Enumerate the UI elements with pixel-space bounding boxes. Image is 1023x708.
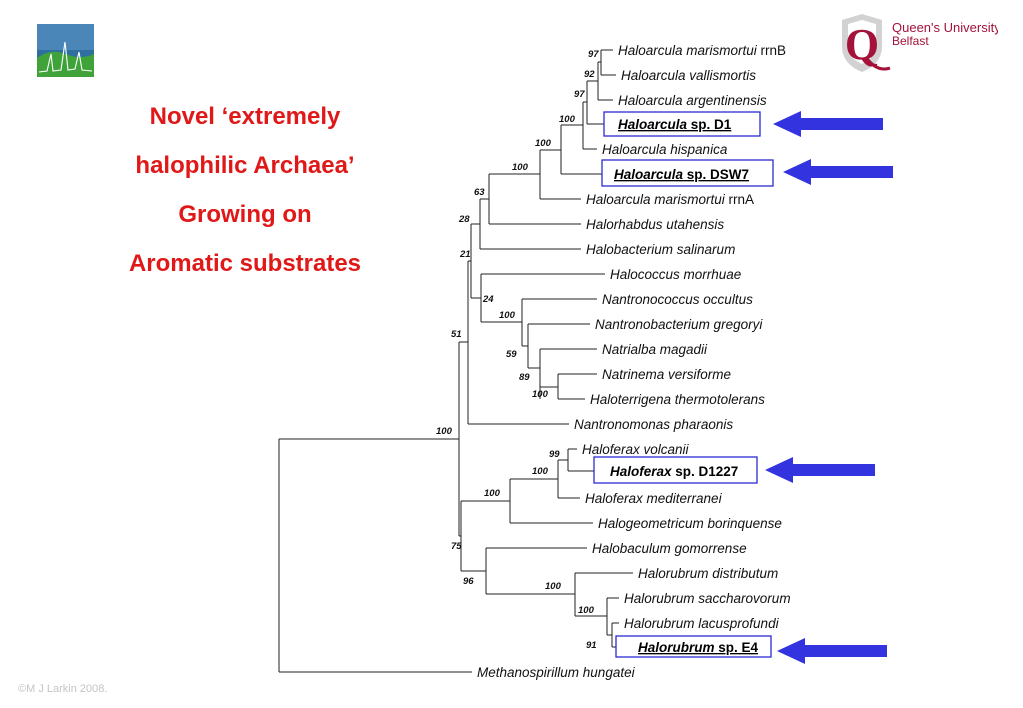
- highlight-boxes: [593, 111, 774, 658]
- bootstrap-value: 100: [578, 605, 595, 616]
- highlight-arrows: [765, 111, 893, 664]
- taxon-label: Halobaculum gomorrense: [592, 541, 747, 556]
- title-line-3: Growing on: [178, 201, 312, 228]
- taxon-label: Halogeometricum borinquense: [598, 516, 782, 531]
- bootstrap-value: 63: [474, 187, 485, 198]
- bootstrap-value: 100: [559, 114, 576, 125]
- taxon-label: Haloferax mediterranei: [585, 491, 723, 506]
- taxon-label: Nantronococcus occultus: [602, 292, 753, 307]
- taxon-label: Haloarcula sp. D1: [618, 117, 732, 132]
- taxon-label: Natrialba magadii: [602, 342, 708, 357]
- bootstrap-value: 28: [458, 214, 470, 225]
- bootstrap-value: 100: [545, 581, 562, 592]
- bootstrap-value: 91: [586, 640, 597, 651]
- taxon-label: Methanospirillum hungatei: [477, 665, 636, 680]
- taxon-label: Haloarcula marismortui rrnB: [618, 43, 786, 58]
- strain-highlight-box: [603, 111, 761, 137]
- taxon-label: Haloferax sp. D1227: [610, 464, 738, 479]
- copyright-notice: ©M J Larkin 2008.: [18, 683, 108, 695]
- university-city: Belfast: [892, 34, 929, 48]
- bootstrap-value: 89: [519, 372, 530, 383]
- tree-branches: [278, 49, 633, 673]
- slide-title: Novel ‘extremely halophilic Archaea’ Gro…: [80, 92, 410, 288]
- strain-highlight-box: [601, 159, 774, 187]
- taxon-label: Haloferax volcanii: [582, 442, 690, 457]
- taxon-label: Nantronobacterium gregoryi: [595, 317, 763, 332]
- taxon-label: Haloarcula vallismortis: [621, 68, 756, 83]
- bootstrap-value: 97: [574, 89, 585, 100]
- taxon-label: Halococcus morrhuae: [610, 267, 741, 282]
- bootstrap-value: 100: [532, 466, 549, 477]
- taxon-label: Halorubrum saccharovorum: [624, 591, 791, 606]
- highlight-arrow-icon: [777, 638, 887, 664]
- university-name: Queen's University: [892, 20, 998, 35]
- taxon-label: Halobacterium salinarum: [586, 242, 735, 257]
- taxon-label: Haloterrigena thermotolerans: [590, 392, 765, 407]
- taxon-label: Haloarcula sp. DSW7: [614, 167, 749, 182]
- bootstrap-value: 59: [506, 349, 517, 360]
- highlight-arrow-icon: [765, 457, 875, 483]
- taxon-label: Halorubrum sp. E4: [638, 640, 759, 655]
- taxon-labels: Haloarcula marismortui rrnB Haloarcula va…: [477, 43, 791, 680]
- bootstrap-value: 100: [484, 488, 501, 499]
- bootstrap-labels: 9792971001001006328212410059891005110099…: [436, 49, 599, 651]
- queens-university-logo: Q Queen's University Belfast: [838, 12, 1001, 78]
- taxon-label: Haloarcula marismortui rrnA: [586, 192, 754, 207]
- bootstrap-value: 75: [451, 541, 462, 552]
- bootstrap-value: 100: [436, 426, 453, 437]
- bootstrap-value: 100: [535, 138, 552, 149]
- taxon-label: Halorubrum lacusprofundi: [624, 616, 780, 631]
- svg-text:Q: Q: [845, 20, 879, 69]
- taxon-label: Halorhabdus utahensis: [586, 217, 724, 232]
- taxon-label: Haloarcula hispanica: [602, 142, 728, 157]
- title-line-2: halophilic Archaea’: [135, 152, 355, 179]
- title-line-1: Novel ‘extremely: [149, 103, 341, 130]
- bootstrap-value: 51: [451, 329, 462, 340]
- taxon-label: Haloarcula argentinensis: [618, 93, 767, 108]
- bootstrap-value: 99: [549, 449, 560, 460]
- bootstrap-value: 96: [463, 576, 474, 587]
- bootstrap-value: 100: [532, 389, 549, 400]
- bootstrap-value: 100: [499, 310, 516, 321]
- chromatogram-logo-icon: [37, 24, 94, 77]
- bootstrap-value: 92: [584, 69, 595, 80]
- highlight-arrow-icon: [783, 159, 893, 185]
- strain-highlight-box: [615, 635, 772, 658]
- taxon-label: Natrinema versiforme: [602, 367, 731, 382]
- bootstrap-value: 97: [588, 49, 599, 60]
- bootstrap-value: 24: [482, 294, 494, 305]
- bootstrap-value: 21: [459, 249, 471, 260]
- title-line-4: Aromatic substrates: [128, 250, 362, 277]
- qub-crest-icon: Q: [842, 14, 891, 72]
- highlight-arrow-icon: [773, 111, 883, 137]
- taxon-label: Halorubrum distributum: [638, 566, 778, 581]
- strain-highlight-box: [593, 456, 758, 484]
- taxon-label: Nantronomonas pharaonis: [574, 417, 733, 432]
- bootstrap-value: 100: [512, 162, 529, 173]
